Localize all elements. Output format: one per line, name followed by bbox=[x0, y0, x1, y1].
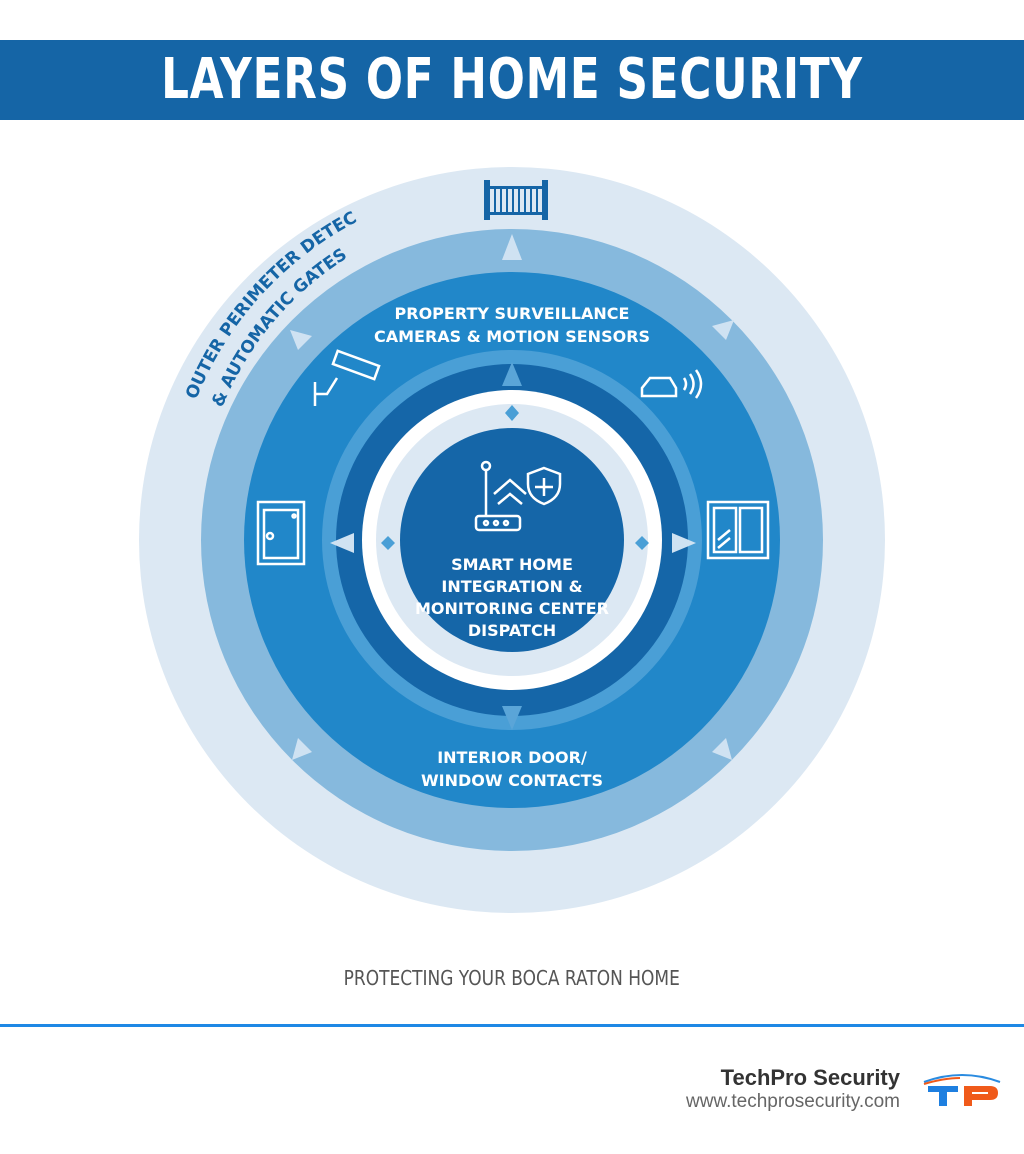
core-label-1: SMART HOME bbox=[451, 555, 573, 574]
footer-divider bbox=[0, 1024, 1024, 1027]
arrow-left-icon bbox=[330, 533, 354, 553]
arrow-ne-icon bbox=[712, 320, 734, 340]
arrow-up-icon bbox=[502, 234, 522, 260]
arrow-right-icon bbox=[672, 533, 696, 553]
tagline-text: PROTECTING YOUR BOCA RATON HOME bbox=[343, 966, 681, 990]
tagline: PROTECTING YOUR BOCA RATON HOME bbox=[0, 966, 1024, 990]
window-icon bbox=[706, 500, 770, 560]
camera-icon bbox=[313, 349, 381, 406]
arrow-se-icon bbox=[712, 738, 732, 760]
interior-label: INTERIOR DOOR/ bbox=[437, 748, 587, 767]
arrow-markers bbox=[290, 234, 734, 760]
core-circle bbox=[400, 428, 624, 652]
page-title: LAYERS OF HOME SECURITY PROTECTION bbox=[161, 47, 863, 192]
arrow-sw-icon bbox=[292, 738, 312, 760]
company-name: TechPro Security bbox=[720, 1065, 900, 1090]
arrow-down-icon bbox=[502, 706, 522, 730]
door-icon bbox=[256, 500, 306, 566]
title-banner: LAYERS OF HOME SECURITY PROTECTION bbox=[0, 40, 1024, 192]
core-label-3: MONITORING CENTER bbox=[415, 599, 609, 618]
surveillance-label: PROPERTY SURVEILLANCE bbox=[395, 304, 630, 323]
gate-icon bbox=[484, 180, 548, 220]
arrow-nw-icon bbox=[290, 330, 312, 350]
interior-label-2: WINDOW CONTACTS bbox=[421, 771, 603, 790]
footer-brand: TechPro Security www.techprosecurity.com bbox=[686, 1065, 900, 1113]
diamond-left-icon bbox=[381, 536, 395, 550]
surveillance-label-2: CAMERAS & MOTION SENSORS bbox=[374, 327, 650, 346]
diamond-top-icon bbox=[505, 405, 519, 421]
company-url[interactable]: www.techprosecurity.com bbox=[686, 1091, 900, 1112]
arrow-up-inner-icon bbox=[502, 362, 522, 386]
smart-hub-shield-icon bbox=[474, 460, 562, 532]
diamond-right-icon bbox=[635, 536, 649, 550]
techpro-logo bbox=[923, 1074, 1001, 1106]
core-label-4: DISPATCH bbox=[468, 621, 556, 640]
core-label-2: INTEGRATION & bbox=[441, 577, 582, 596]
car-sensor-icon bbox=[640, 369, 703, 399]
